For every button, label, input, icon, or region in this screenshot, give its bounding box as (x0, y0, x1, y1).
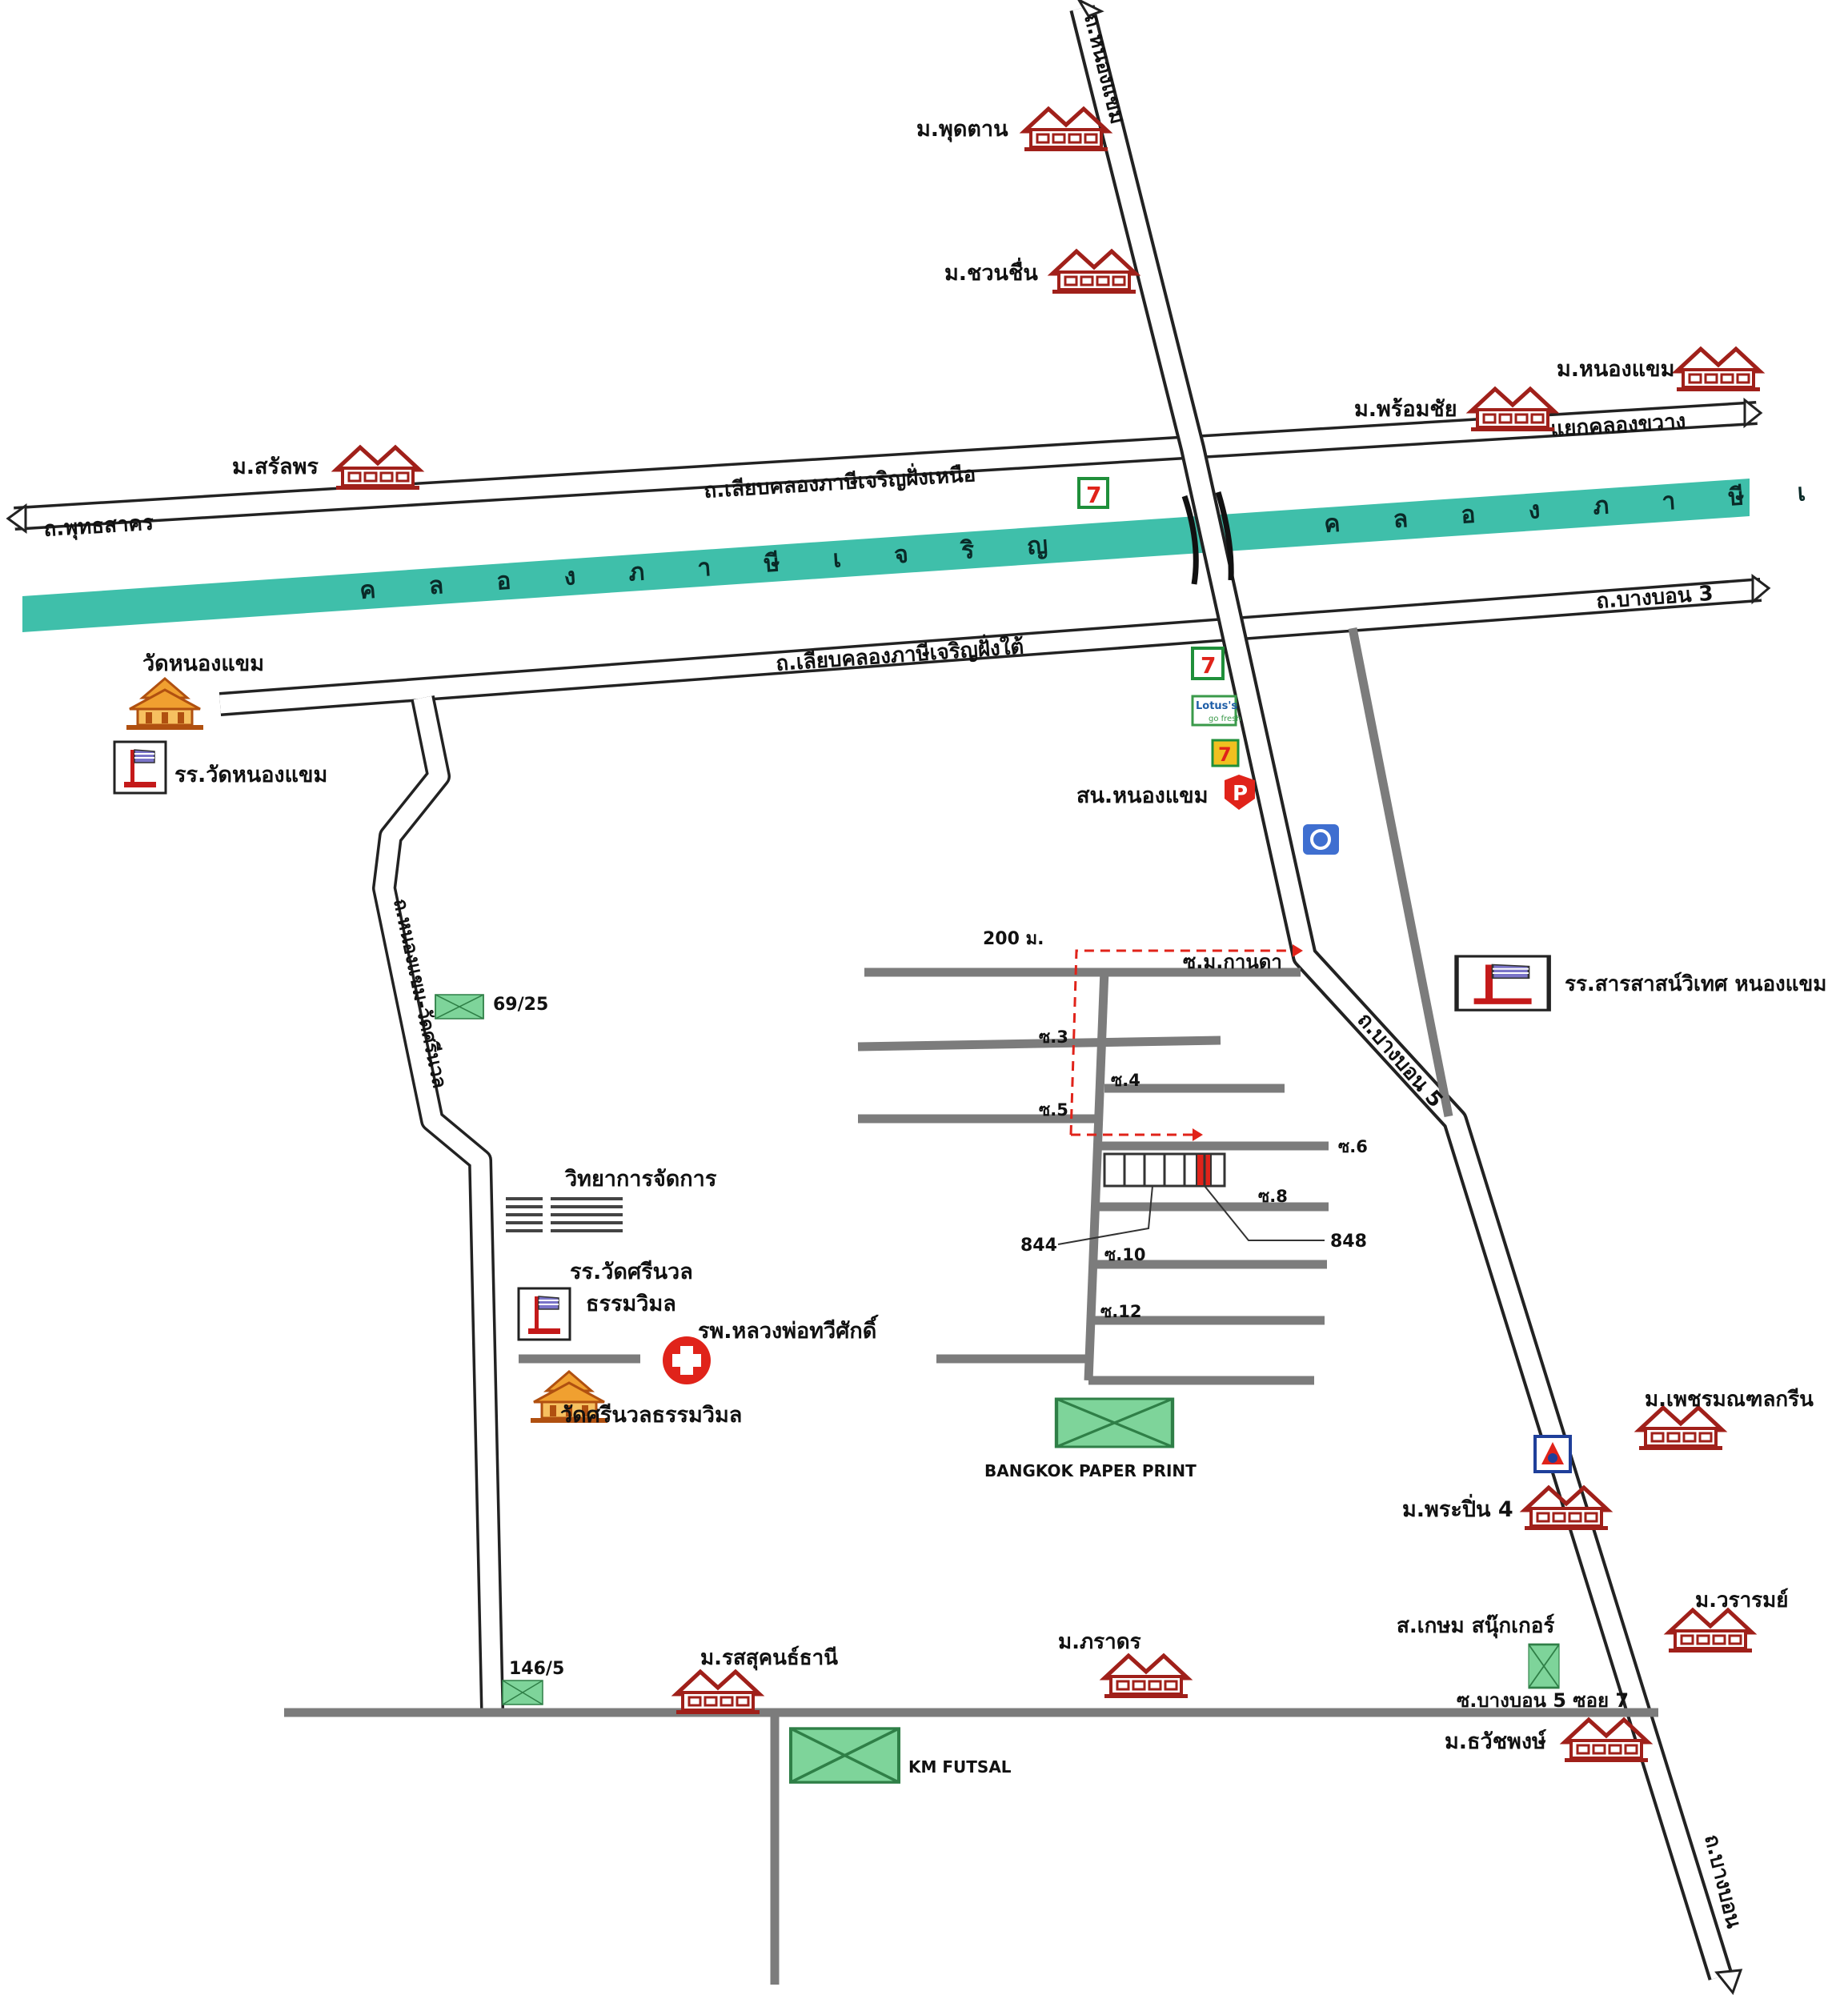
village-chuanchuen: ม.ชวนชื่น (944, 257, 1038, 286)
wat-srinuan-label: วัดศรีนวลธรรมวิมล (560, 1403, 742, 1428)
house-icon (1104, 1656, 1188, 1698)
temple-icon (125, 677, 205, 731)
college-building-icon (506, 1197, 623, 1232)
school-wat-nongkhaem-label: รร.วัดหนองแขม (174, 763, 327, 787)
svg-text:7: 7 (1086, 482, 1101, 508)
building-box-icon (1056, 1399, 1173, 1447)
road-label-bangbon3: ถ.บางบอน 3 (1595, 582, 1714, 614)
canal (22, 479, 1750, 632)
bank-icon (1303, 824, 1339, 855)
soi-8: ซ.8 (1258, 1187, 1288, 1206)
village-pharadorn: ม.ภราดร (1058, 1630, 1141, 1654)
soi-kanda: ซ.ม.กานดา (1183, 951, 1282, 973)
bangkok-paper-print-label: BANGKOK PAPER PRINT (984, 1461, 1197, 1480)
school-flag-icon (113, 740, 167, 795)
address-848: 848 (1330, 1232, 1367, 1252)
building-box-icon (791, 1729, 899, 1782)
school-srinuan-label-1: รร.วัดศรีนวล (570, 1260, 693, 1284)
wat-nongkhaem-label: วัดหนองแขม (142, 651, 264, 676)
college-label: วิทยาการจัดการ (564, 1167, 717, 1192)
svg-text:go fresh: go fresh (1209, 715, 1241, 723)
soi-10: ซ.10 (1104, 1245, 1145, 1264)
shop-houses (1057, 1152, 1325, 1245)
soi-roads (284, 627, 1658, 1985)
village-rossukon: ม.รสสุคนธ์ธานี (700, 1645, 838, 1671)
village-nongkhaem: ม.หนองแขม (1557, 357, 1674, 382)
soi-6: ซ.6 (1338, 1137, 1368, 1156)
school-srinuan-label-2: ธรรมวิมล (586, 1292, 676, 1316)
gas-station-icon (1533, 1435, 1572, 1473)
house-icon (676, 1672, 760, 1714)
house-icon (1669, 1610, 1752, 1652)
address-844: 844 (1020, 1236, 1057, 1256)
address-69-25: 69/25 (493, 995, 548, 1015)
soi-3: ซ.3 (1039, 1028, 1068, 1047)
soi-4: ซ.4 (1111, 1071, 1140, 1090)
village-wararom: ม.วรารมย์ (1695, 1588, 1789, 1612)
main-roads (14, 5, 1762, 1981)
police-station-label: สน.หนองแขม (1076, 783, 1209, 808)
distance-label: 200 ม. (983, 929, 1044, 949)
soi-bangbon5-7: ซ.บางบอน 5 ซอย 7 (1457, 1689, 1629, 1712)
house-icon (1471, 389, 1554, 431)
hospital-icon (663, 1336, 711, 1384)
svg-text:Lotus's: Lotus's (1196, 700, 1237, 712)
svg-text:7: 7 (1201, 652, 1216, 679)
house-icon (336, 447, 419, 490)
lotus-go-fresh-icon: Lotus's go fresh (1191, 695, 1241, 727)
house-icon (1677, 349, 1760, 391)
house-icon (1024, 109, 1108, 151)
exit-arrows (6, 0, 1771, 1995)
soi-12: ซ.12 (1100, 1302, 1141, 1321)
building-box-icon (435, 994, 484, 1020)
village-phetchmani: ม.เพชรมณฑลกรีน (1645, 1388, 1814, 1412)
building-box-icon (1527, 1643, 1561, 1689)
snooker-label: ส.เกษม สนุ๊กเกอร์ (1397, 1613, 1554, 1639)
village-praphin4: ม.พระปิ่น 4 (1402, 1493, 1513, 1522)
school-flag-icon (1457, 956, 1549, 1010)
seven-eleven-icon: 7 (1191, 647, 1225, 680)
school-sarasas-label: รร.สารสาสน์วิเทศ หนองแขม (1565, 971, 1826, 996)
soi-5: ซ.5 (1039, 1100, 1068, 1120)
route-arrow-1 (1293, 944, 1303, 957)
village-phromchai: ม.พร้อมชัย (1354, 397, 1457, 422)
hospital-label: รพ.หลวงพ่อทวีศักดิ์ (698, 1315, 879, 1344)
house-icon (1052, 251, 1136, 294)
svg-text:7: 7 (1218, 743, 1232, 766)
address-146-5: 146/5 (509, 1659, 564, 1679)
village-phutthan: ม.พุดตาน (916, 117, 1008, 142)
house-icon (1639, 1408, 1722, 1450)
route-arrow-2 (1193, 1128, 1203, 1141)
building-box-icon (502, 1680, 543, 1705)
village-thawatchapong: ม.ธวัชพงษ์ (1445, 1729, 1546, 1754)
village-saranporn: ม.สรัลพร (232, 455, 319, 479)
route-path (1069, 949, 1293, 1136)
seven-eleven-icon: 7 (1077, 477, 1109, 509)
canal-label-right: ค ล อ ง ภ า ษี เ จ ริ ญ (1323, 463, 1848, 539)
police-badge-icon: P (1225, 775, 1255, 810)
school-flag-icon (517, 1287, 571, 1341)
km-futsal-label: KM FUTSAL (908, 1757, 1012, 1777)
svg-text:P: P (1233, 782, 1248, 806)
seven-eleven-icon: 7 (1211, 739, 1240, 767)
road-label-south-bank: ถ.เลียบคลองภาษีเจริญฝั่งใต้ (775, 631, 1024, 676)
